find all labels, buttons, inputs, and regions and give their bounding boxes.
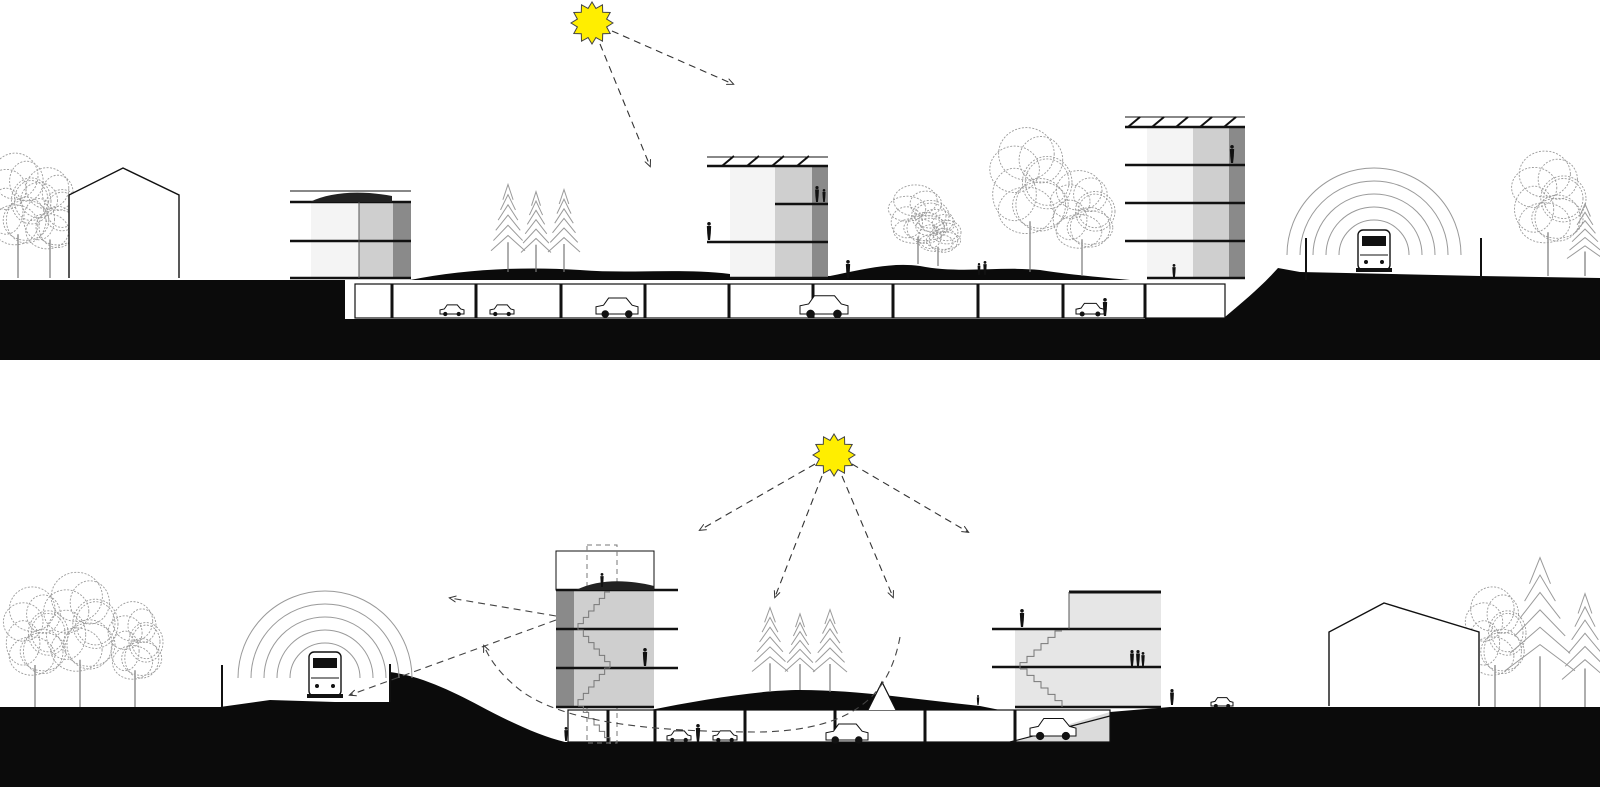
car-icon bbox=[799, 295, 849, 319]
person-icon bbox=[564, 727, 568, 741]
car-icon bbox=[825, 723, 869, 744]
tree-cluster-center-top bbox=[490, 182, 581, 272]
person-icon bbox=[1141, 652, 1145, 666]
cars-garage-bottom bbox=[666, 697, 1234, 744]
person-icon bbox=[1102, 298, 1108, 316]
tree-cluster-center-bottom bbox=[751, 606, 848, 692]
green-mound-top bbox=[410, 264, 1130, 280]
ground-top bbox=[0, 268, 1600, 360]
building-tall-solar bbox=[1125, 116, 1245, 280]
people-bottom bbox=[564, 573, 1174, 742]
people-top bbox=[706, 145, 1235, 316]
tree-icon bbox=[1561, 592, 1600, 707]
sun-ray-bottom-2 bbox=[775, 475, 823, 597]
tree-cluster-right-top bbox=[887, 184, 962, 266]
flow-line-2 bbox=[350, 619, 557, 695]
car-icon bbox=[712, 730, 738, 743]
tree-icon bbox=[812, 608, 848, 692]
sun-ray-bottom-3 bbox=[841, 475, 893, 597]
person-icon bbox=[1172, 264, 1176, 278]
sun-ray-top-2 bbox=[599, 43, 650, 166]
person-icon bbox=[976, 695, 980, 705]
tree-icon bbox=[1049, 170, 1116, 276]
train-icon-top bbox=[1356, 229, 1392, 272]
building-stair-tower bbox=[555, 544, 678, 744]
person-icon bbox=[1170, 689, 1174, 705]
top-section bbox=[0, 1, 1600, 360]
car-icon bbox=[595, 297, 639, 318]
flow-line-1 bbox=[450, 598, 557, 617]
person-icon bbox=[600, 573, 604, 587]
tree-icon bbox=[0, 152, 52, 278]
tree-icon bbox=[1504, 556, 1576, 707]
house-outline-right bbox=[1328, 602, 1480, 706]
tree-icon bbox=[1511, 150, 1587, 276]
sun-icon-top bbox=[570, 1, 614, 45]
tree-icon bbox=[784, 612, 816, 690]
bottom-section bbox=[0, 433, 1600, 787]
car-icon bbox=[666, 730, 692, 743]
tree-cluster-left-top bbox=[0, 152, 81, 278]
person-icon bbox=[1136, 650, 1140, 666]
tree-icon bbox=[490, 182, 526, 272]
skylight-triangle bbox=[867, 680, 897, 711]
train-noise-top bbox=[1286, 167, 1482, 280]
train-icon-bottom bbox=[307, 651, 343, 698]
cars-garage-top bbox=[439, 295, 1105, 319]
car-icon bbox=[489, 304, 515, 317]
tree-cluster-far-right-top bbox=[989, 127, 1600, 276]
car-icon bbox=[1029, 718, 1077, 741]
sun-icon-bottom bbox=[812, 433, 856, 477]
tree-icon bbox=[915, 208, 962, 266]
tree-icon bbox=[520, 190, 552, 272]
sun-ray-bottom-4 bbox=[851, 463, 968, 532]
car-icon bbox=[1075, 302, 1105, 317]
tree-cluster-right-bottom bbox=[1464, 556, 1600, 707]
tree-icon bbox=[2, 586, 69, 707]
green-mound-bottom bbox=[650, 690, 1000, 710]
person-icon bbox=[977, 263, 981, 275]
person-icon bbox=[845, 260, 851, 278]
person-icon bbox=[815, 186, 819, 202]
person-icon bbox=[983, 261, 987, 275]
person-icon bbox=[1019, 609, 1025, 627]
tree-icon bbox=[43, 571, 119, 707]
car-icon bbox=[1210, 697, 1234, 708]
tree-icon bbox=[1566, 202, 1600, 276]
house-outline-left bbox=[68, 167, 180, 278]
sun-ray-bottom-1 bbox=[700, 463, 816, 530]
person-icon bbox=[706, 222, 712, 240]
tree-icon bbox=[547, 188, 581, 272]
tree-icon bbox=[1464, 586, 1527, 707]
person-icon bbox=[1229, 145, 1235, 163]
person-icon bbox=[822, 189, 826, 202]
car-icon bbox=[439, 304, 465, 317]
flow-line-3 bbox=[484, 636, 901, 733]
building-low-green-roof bbox=[290, 190, 411, 280]
ground-bottom bbox=[0, 672, 1600, 787]
tree-icon bbox=[751, 606, 789, 692]
person-icon bbox=[642, 648, 648, 666]
sun-ray-top-1 bbox=[611, 30, 733, 84]
person-icon bbox=[1130, 650, 1134, 666]
building-right-bottom bbox=[992, 590, 1161, 709]
tree-icon bbox=[989, 127, 1073, 272]
tree-cluster-left-bottom bbox=[2, 571, 164, 707]
building-mid-solar bbox=[707, 155, 828, 280]
person-icon bbox=[695, 724, 701, 742]
train-noise-bottom bbox=[237, 590, 413, 698]
tree-icon bbox=[107, 601, 164, 707]
